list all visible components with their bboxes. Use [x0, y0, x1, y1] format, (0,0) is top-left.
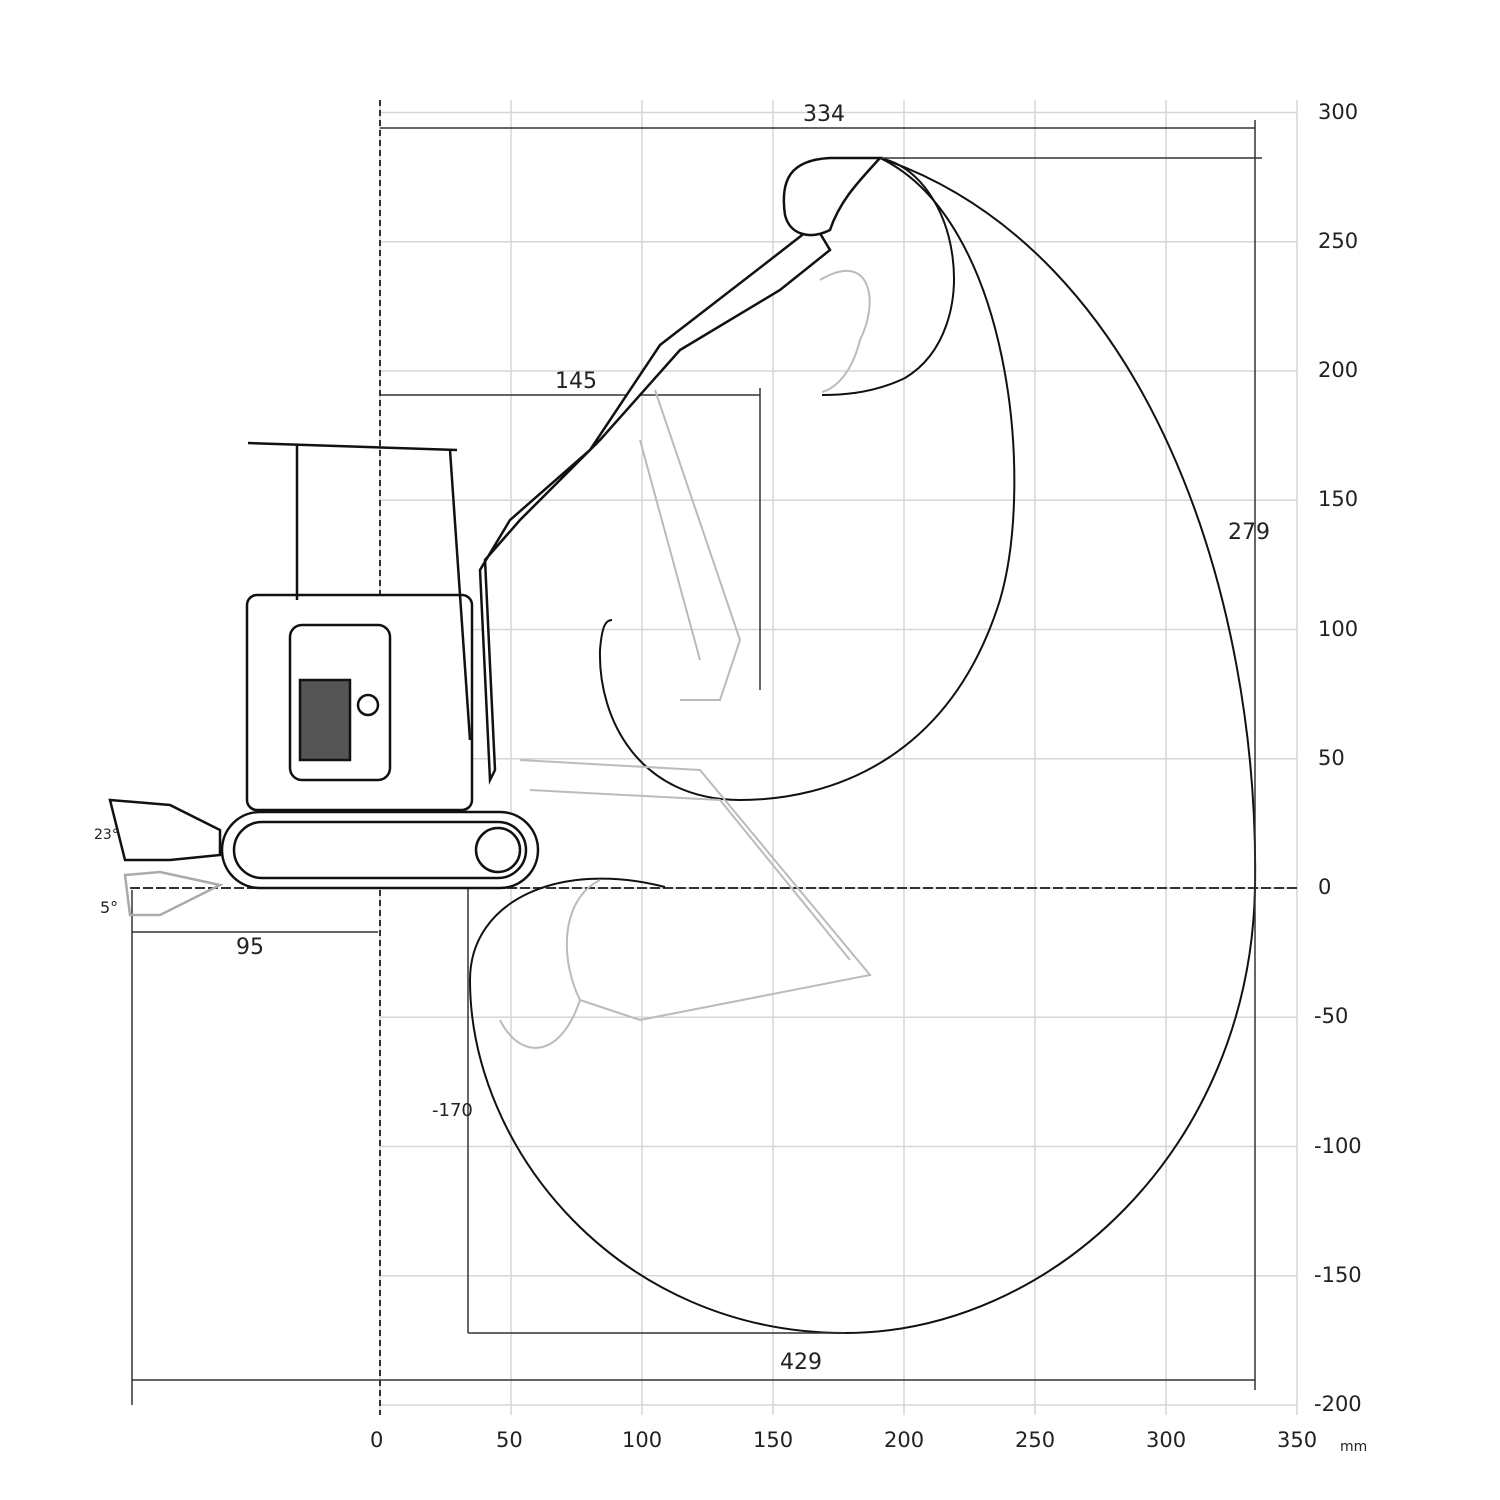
dim-label-334: 334 [803, 102, 845, 127]
grid [379, 100, 1298, 1415]
excavator [108, 156, 883, 917]
y-tick-label: 100 [1318, 616, 1359, 641]
blade-down-angle: 5° [100, 898, 119, 917]
dim-label-145: 145 [555, 369, 597, 394]
x-tick-label: 150 [753, 1428, 794, 1452]
x-tick-label: 350 [1277, 1428, 1318, 1452]
y-tick-label: 300 [1318, 99, 1359, 124]
boom-and-arm [478, 223, 832, 785]
x-tick-label: 300 [1146, 1428, 1187, 1452]
y-tick-label: 50 [1318, 745, 1345, 770]
dim-label-depth: -170 [432, 1100, 473, 1121]
bucket [782, 156, 883, 237]
y-tick-label: 200 [1318, 358, 1359, 382]
inner-reach-envelope [821, 157, 955, 396]
dim-label-95: 95 [236, 935, 264, 960]
outer-reach-envelope [468, 157, 1257, 1335]
y-tick-label: -150 [1314, 1262, 1362, 1287]
x-tick-label: 200 [884, 1428, 925, 1452]
y-tick-label: -100 [1314, 1133, 1362, 1158]
x-tick-label: 50 [496, 1428, 523, 1452]
ghost-arm-positions [499, 269, 872, 1049]
dim-label-429: 429 [780, 1350, 822, 1375]
track [220, 810, 540, 890]
dozer-blade [108, 798, 222, 862]
dim-label-279: 279 [1228, 520, 1270, 545]
x-tick-label: 0 [370, 1428, 384, 1452]
middle-reach-envelope [598, 157, 1016, 802]
y-tick-label: 150 [1318, 487, 1359, 512]
y-tick-label: -200 [1314, 1392, 1362, 1416]
y-tick-label: -50 [1314, 1004, 1349, 1029]
x-tick-label: 250 [1015, 1428, 1056, 1452]
blade-up-angle: 23° [94, 827, 119, 843]
unit-label: mm [1340, 1439, 1368, 1455]
y-tick-label: 0 [1318, 875, 1332, 899]
y-tick-label: 250 [1318, 228, 1359, 253]
x-tick-label: 100 [622, 1428, 663, 1452]
